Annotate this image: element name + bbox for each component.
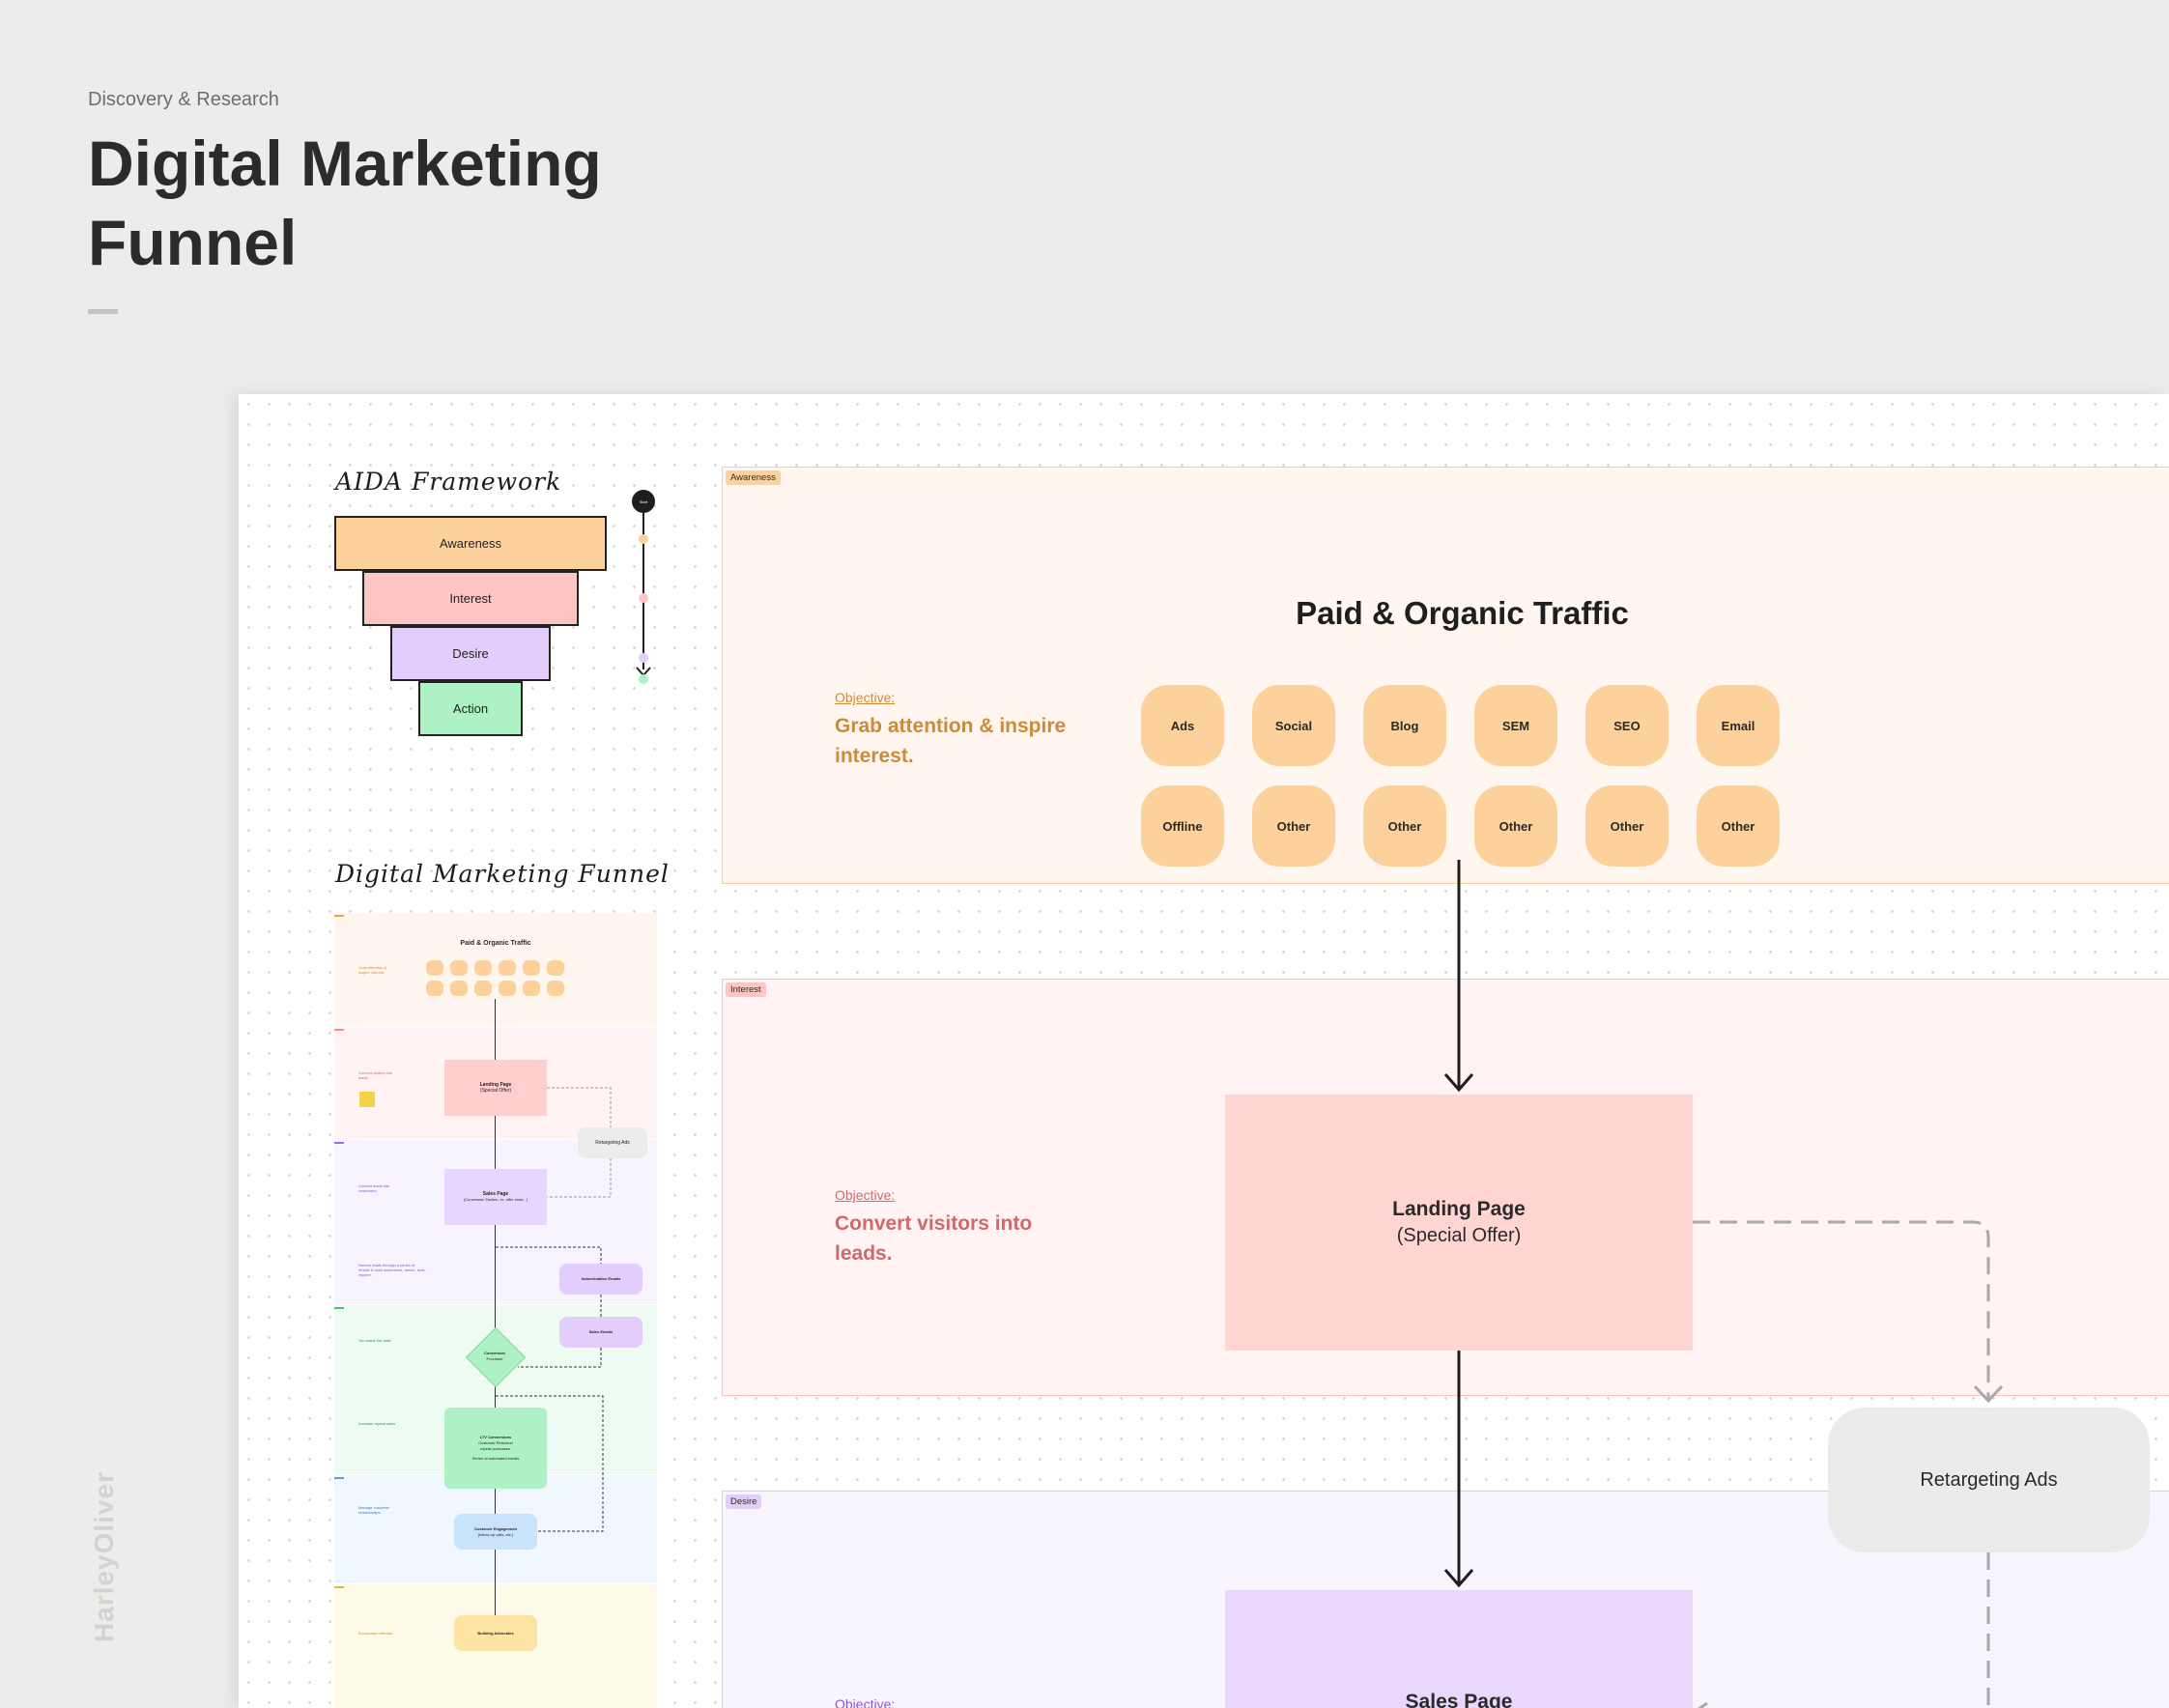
- mini-obj-nurture: Nurture leads through a series of emails…: [358, 1263, 426, 1277]
- mini-sales-title: Sales Page: [482, 1191, 509, 1197]
- mini-pill: [523, 960, 540, 976]
- aida-title: AIDA Framework: [335, 468, 562, 496]
- mini-paid-title: Paid & Organic Traffic: [460, 940, 531, 947]
- mini-conversion-title: Conversion: [483, 1351, 505, 1355]
- mini-pill: [547, 960, 564, 976]
- mini-conversion-sub: Purchase: [486, 1356, 503, 1361]
- aida-desire[interactable]: Desire: [390, 626, 551, 681]
- mini-tag-action: [334, 1307, 344, 1309]
- mini-obj-advocacy: Encourage referrals.: [358, 1631, 394, 1636]
- mini-sales-sub: (Conversion Tactics - ie. offer ends...): [463, 1197, 528, 1202]
- mini-sales-emails: Sales Emails: [559, 1317, 642, 1348]
- mini-obj-retention: Increase repeat sales.: [358, 1421, 397, 1426]
- timeline-dot-awareness: [639, 534, 648, 544]
- breadcrumb: Discovery & Research: [88, 89, 279, 110]
- mini-tag-retention: [334, 1477, 344, 1479]
- mini-ltv-line1: Customer Retention: [478, 1440, 513, 1445]
- mini-obj-interest: Convert visitors into leads.: [358, 1070, 393, 1080]
- mini-sales-page: Sales Page (Conversion Tactics - ie. off…: [444, 1169, 547, 1225]
- section-tag-awareness: Awareness: [726, 470, 781, 485]
- mini-pill: [499, 960, 516, 976]
- mini-tag-desire: [334, 1142, 344, 1144]
- channel-sem[interactable]: SEM: [1474, 685, 1557, 766]
- mini-pill: [547, 981, 564, 996]
- mini-obj-desire: Convert leads into customers.: [358, 1183, 390, 1193]
- objective-label: Objective:: [835, 1696, 896, 1708]
- mini-conversion: Conversion Purchase: [466, 1346, 524, 1367]
- mini-obj-engagement: Manage customer relationships.: [358, 1505, 390, 1515]
- mini-dashed-connectors: [496, 1087, 612, 1532]
- sales-page-node[interactable]: Sales Page: [1225, 1590, 1693, 1708]
- mini-ltv-title: LTV Conversions: [479, 1435, 512, 1439]
- mini-ltv-line2: repeat purchases.: [479, 1446, 512, 1451]
- mini-pill: [426, 981, 443, 996]
- mini-band-awareness: [334, 913, 657, 1026]
- mini-pill: [450, 981, 468, 996]
- retargeting-ads-node[interactable]: Retargeting Ads: [1828, 1408, 2150, 1552]
- section-tag-desire: Desire: [726, 1494, 762, 1509]
- mini-ltv-line3: Series of automated emails: [471, 1456, 520, 1461]
- awareness-objective: Grab attention & inspire interest.: [835, 715, 1067, 767]
- mini-landing-title: Landing Page: [479, 1082, 512, 1088]
- aida-interest[interactable]: Interest: [362, 571, 579, 626]
- watermark: HarleyOliver: [89, 1471, 119, 1642]
- mini-retargeting: Retargeting Ads: [578, 1127, 647, 1158]
- channel-blog[interactable]: Blog: [1363, 685, 1446, 766]
- timeline-line: [642, 513, 644, 669]
- aida-awareness[interactable]: Awareness: [334, 516, 607, 571]
- mini-funnel-title: Digital Marketing Funnel: [335, 860, 670, 888]
- timeline-arrow-icon: [636, 667, 651, 684]
- mini-pill: [499, 981, 516, 996]
- mini-ltv-box: LTV Conversions Customer Retention repea…: [444, 1408, 547, 1489]
- mini-engagement-title: Customer Engagement: [474, 1525, 517, 1531]
- section-tag-interest: Interest: [726, 982, 766, 997]
- whiteboard-canvas[interactable]: AIDA Framework Awareness Interest Desire…: [239, 394, 2169, 1708]
- mini-pill: [426, 960, 443, 976]
- mini-funnel-overview[interactable]: Paid & Organic Traffic Grab attention & …: [334, 913, 657, 1708]
- mini-indoctrination: Indoctrination Emails: [559, 1264, 642, 1295]
- mini-engagement-sub: (follow-up calls, etc.): [477, 1531, 514, 1537]
- channel-seo[interactable]: SEO: [1585, 685, 1669, 766]
- landing-page-node[interactable]: Landing Page (Special Offer): [1225, 1095, 1693, 1351]
- mini-landing-sub: (Special Offer): [479, 1088, 512, 1094]
- mini-flow-line: [495, 1489, 496, 1514]
- mini-advocates: Building Advocates: [454, 1615, 537, 1651]
- mini-tag-interest: [334, 1029, 344, 1031]
- objective-label: Objective:: [835, 1187, 896, 1203]
- mini-tag-advocacy: [334, 1586, 344, 1588]
- objective-label: Objective:: [835, 690, 896, 705]
- interest-objective: Convert visitors into leads.: [835, 1212, 1033, 1265]
- channel-ads[interactable]: Ads: [1141, 685, 1224, 766]
- channel-other[interactable]: Other: [1585, 785, 1669, 867]
- timeline-dot-interest: [639, 593, 648, 603]
- title-divider: [88, 309, 118, 314]
- channel-other[interactable]: Other: [1363, 785, 1446, 867]
- paid-organic-heading: Paid & Organic Traffic: [1296, 595, 1629, 631]
- channel-offline[interactable]: Offline: [1141, 785, 1224, 867]
- mini-flow-line: [495, 1550, 496, 1615]
- channel-other[interactable]: Other: [1474, 785, 1557, 867]
- mini-pill: [474, 981, 492, 996]
- mini-obj-awareness: Grab attention & inspire interest.: [358, 965, 387, 975]
- channel-other[interactable]: Other: [1697, 785, 1780, 867]
- mini-sticky-note: [359, 1092, 375, 1107]
- aida-action[interactable]: Action: [418, 681, 523, 736]
- page-title: Digital Marketing Funnel: [88, 128, 602, 278]
- timeline-start: Start: [632, 490, 655, 513]
- mini-pill: [450, 960, 468, 976]
- mini-pill: [523, 981, 540, 996]
- sales-page-title: Sales Page: [1405, 1691, 1513, 1708]
- landing-page-subtitle: (Special Offer): [1396, 1225, 1522, 1246]
- mini-landing-page: Landing Page (Special Offer): [444, 1060, 547, 1116]
- mini-tag-awareness: [334, 915, 344, 917]
- channel-social[interactable]: Social: [1252, 685, 1335, 766]
- timeline-dot-desire: [639, 653, 648, 663]
- mini-engagement: Customer Engagement (follow-up calls, et…: [454, 1514, 537, 1550]
- mini-pill: [474, 960, 492, 976]
- mini-obj-action: You made the sale!: [358, 1338, 392, 1343]
- section-awareness: Awareness Paid & Organic Traffic Objecti…: [722, 467, 2169, 884]
- channel-email[interactable]: Email: [1697, 685, 1780, 766]
- landing-page-title: Landing Page: [1392, 1198, 1526, 1220]
- channel-other[interactable]: Other: [1252, 785, 1335, 867]
